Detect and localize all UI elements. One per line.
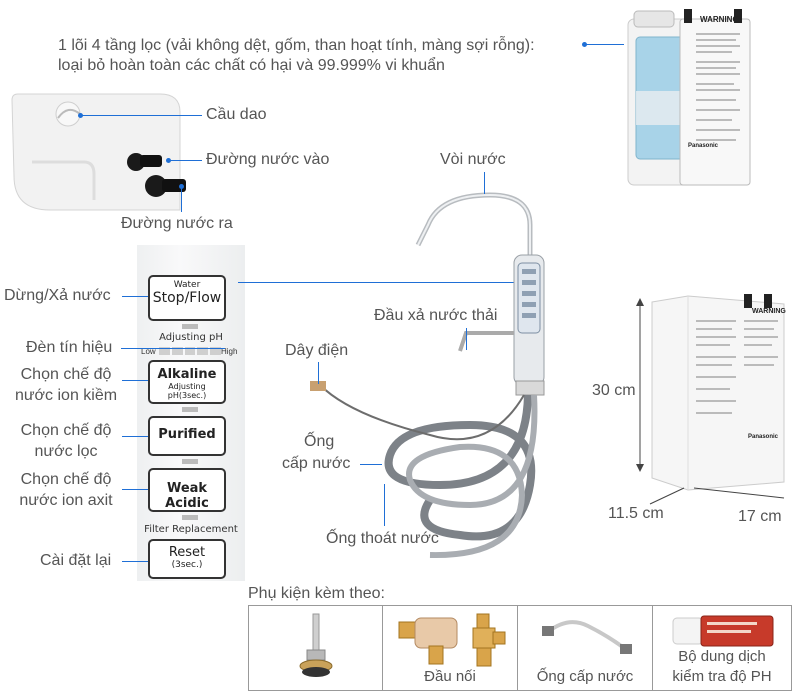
low-text: Low bbox=[141, 347, 156, 356]
filter-replacement-text: Filter Replacement bbox=[144, 524, 238, 535]
water-text: Water bbox=[173, 280, 201, 290]
dimension-lines bbox=[610, 290, 800, 520]
accessory-connector: Đầu nối bbox=[382, 605, 518, 691]
alkaline-sub-text: Adjusting pH(3sec.) bbox=[167, 382, 207, 400]
high-text: High bbox=[221, 347, 238, 356]
water-in-label: Đường nước vào bbox=[206, 151, 330, 168]
ph-light-bar bbox=[159, 347, 221, 355]
weak-acidic-text: Weak Acidic bbox=[165, 481, 209, 511]
supply-pipe-pointer bbox=[360, 464, 382, 465]
main-unit-image: WARNING Panasonic bbox=[648, 292, 788, 492]
filter-caption-line2: loại bỏ hoàn toàn các chất có hại và 99.… bbox=[58, 57, 445, 74]
panel-indicator bbox=[182, 407, 198, 412]
stop-flush-label: Dừng/Xả nước bbox=[4, 287, 111, 304]
adjusting-ph-text: Adjusting pH bbox=[159, 332, 223, 343]
reset-pointer bbox=[122, 561, 148, 562]
breaker-label: Cầu dao bbox=[206, 106, 267, 123]
stop-flow-button[interactable]: Water Stop/Flow bbox=[148, 275, 226, 321]
water-in-pointer-dot bbox=[166, 158, 171, 163]
accessory-valve bbox=[248, 605, 383, 691]
width-dimension: 17 cm bbox=[738, 508, 782, 525]
breaker-pointer-dot bbox=[78, 113, 83, 118]
unit-warning-text: WARNING bbox=[752, 308, 786, 315]
signal-light-pointer bbox=[121, 348, 225, 349]
drain-head-label: Đầu xả nước thải bbox=[374, 307, 498, 324]
unit-brand-text: Panasonic bbox=[748, 434, 779, 440]
filter-brand-text: Panasonic bbox=[688, 143, 719, 149]
signal-light-label: Đèn tín hiệu bbox=[26, 339, 113, 356]
accessory-connector-label: Đầu nối bbox=[424, 668, 476, 685]
filter-pointer-dot bbox=[582, 42, 587, 47]
stop-flow-text: Stop/Flow bbox=[152, 290, 222, 306]
filter-warning-text: WARNING bbox=[700, 15, 739, 24]
accessory-ph-kit: Bộ dung dịch kiểm tra độ PH bbox=[652, 605, 792, 691]
water-out-label: Đường nước ra bbox=[121, 215, 233, 232]
reset-label: Cài đặt lại bbox=[40, 552, 112, 569]
reset-text: Reset bbox=[168, 545, 206, 560]
purified-button[interactable]: Purified bbox=[148, 416, 226, 456]
accessory-supply-hose: Ống cấp nước bbox=[517, 605, 653, 691]
purified-label-2: nước lọc bbox=[34, 443, 98, 460]
water-out-pointer-dot bbox=[179, 184, 184, 189]
stop-flush-pointer bbox=[122, 296, 148, 297]
acidic-pointer bbox=[122, 489, 148, 490]
drain-pipe-label: Ống thoát nước bbox=[326, 530, 439, 547]
accessories-title: Phụ kiện kèm theo: bbox=[248, 585, 385, 602]
filter-caption-line1: 1 lõi 4 tầng lọc (vải không dệt, gốm, th… bbox=[58, 37, 535, 54]
water-in-pointer-line bbox=[168, 160, 202, 161]
panel-indicator bbox=[182, 324, 198, 329]
panel-indicator bbox=[182, 515, 198, 520]
alkaline-label-1: Chọn chế độ bbox=[20, 366, 112, 383]
panel-to-faucet-line bbox=[238, 282, 534, 283]
alkaline-text: Alkaline bbox=[157, 367, 217, 382]
faucet-image bbox=[290, 185, 590, 585]
ph-kit-label-1: Bộ dung dịch bbox=[678, 648, 766, 665]
purified-text: Purified bbox=[158, 427, 216, 442]
depth-dimension: 11.5 cm bbox=[608, 505, 664, 522]
power-cord-pointer bbox=[318, 362, 319, 384]
control-panel: Water Stop/Flow Adjusting pH Low High Al… bbox=[137, 245, 245, 581]
supply-pipe-label-1: Ống bbox=[304, 433, 335, 450]
water-out-pointer-line bbox=[181, 186, 182, 212]
power-cord-label: Dây điện bbox=[285, 342, 349, 359]
drain-pipe-pointer bbox=[384, 484, 385, 526]
faucet-pointer bbox=[484, 172, 485, 194]
purified-pointer bbox=[122, 436, 148, 437]
panel-indicator bbox=[182, 459, 198, 464]
breaker-pointer-line bbox=[80, 115, 202, 116]
height-dimension: 30 cm bbox=[592, 382, 636, 399]
reset-sub-text: (3sec.) bbox=[171, 560, 203, 570]
filter-pointer-line bbox=[584, 44, 624, 45]
filter-cartridge-image: WARNING Panasonic bbox=[624, 5, 754, 187]
supply-pipe-label-2: cấp nước bbox=[282, 455, 351, 472]
alkaline-pointer bbox=[122, 380, 148, 381]
alkaline-button[interactable]: Alkaline Adjusting pH(3sec.) bbox=[148, 360, 226, 404]
faucet-label: Vòi nước bbox=[440, 151, 506, 168]
weak-acidic-button[interactable]: Weak Acidic bbox=[148, 468, 226, 512]
acidic-label-1: Chọn chế độ bbox=[20, 471, 112, 488]
ph-kit-label-2: kiểm tra độ PH bbox=[672, 668, 772, 685]
reset-button[interactable]: Reset (3sec.) bbox=[148, 539, 226, 579]
rear-unit-image bbox=[10, 92, 200, 212]
acidic-label-2: nước ion axit bbox=[19, 492, 113, 509]
accessory-supply-hose-label: Ống cấp nước bbox=[536, 668, 634, 685]
drain-head-pointer bbox=[466, 328, 467, 350]
purified-label-1: Chọn chế độ bbox=[20, 422, 112, 439]
alkaline-label-2: nước ion kiềm bbox=[14, 387, 118, 404]
